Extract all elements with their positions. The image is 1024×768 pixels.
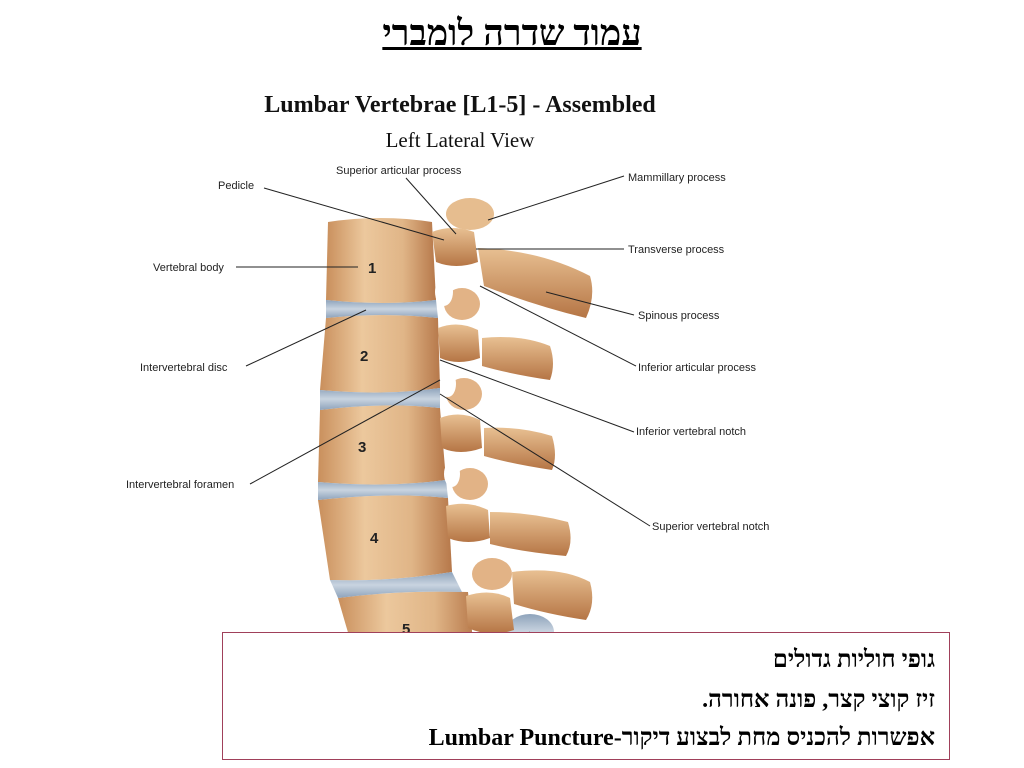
vertebra-number-5: 5 [402,621,410,638]
disc-l3-l4 [318,480,448,500]
disc-l1-l2 [326,300,438,318]
intervertebral-foramina [435,278,468,577]
label-inferior-articular-process: Inferior articular process [638,362,756,374]
vertebra-number-4: 4 [370,530,379,547]
label-vertebral-body: Vertebral body [153,262,224,274]
disc-l4-l5 [330,572,462,598]
note-line-3: אפשרות להכניס מחת לבצוע דיקור-Lumbar Pun… [428,725,935,751]
figure-subtitle: Left Lateral View [385,128,535,152]
vertebra-l4-body [318,495,452,581]
vertebral-bodies [318,218,476,674]
posterior-elements [432,198,593,634]
vertebra-l3-body [318,405,446,485]
label-transverse-process: Transverse process [628,244,725,256]
slide-title: עמוד שדרה לומברי [382,13,642,53]
label-inferior-vertebral-notch: Inferior vertebral notch [636,426,746,438]
note-line-2: זיז קוצי קצר, פונה אחורה. [702,687,935,713]
vertebra-number-1: 1 [368,260,376,277]
label-pedicle: Pedicle [218,180,254,192]
disc-l2-l3 [320,388,440,410]
label-spinous-process: Spinous process [638,310,720,322]
notes-box: גופי חוליות גדולים זיז קוצי קצר, פונה אח… [222,632,950,760]
vertebra-l2-body [320,315,440,393]
label-superior-vertebral-notch: Superior vertebral notch [652,521,769,533]
vertebra-number-2: 2 [360,348,368,365]
vertebra-number-3: 3 [358,439,366,456]
figure-title: Lumbar Vertebrae [L1-5] - Assembled [264,92,656,118]
label-superior-articular-process: Superior articular process [336,165,462,177]
label-intervertebral-foramen: Intervertebral foramen [126,479,234,491]
note-line-1: גופי חוליות גדולים [772,647,935,673]
label-intervertebral-disc: Intervertebral disc [140,362,228,374]
vertebra-l1-body [326,218,436,303]
label-mammillary-process: Mammillary process [628,172,726,184]
